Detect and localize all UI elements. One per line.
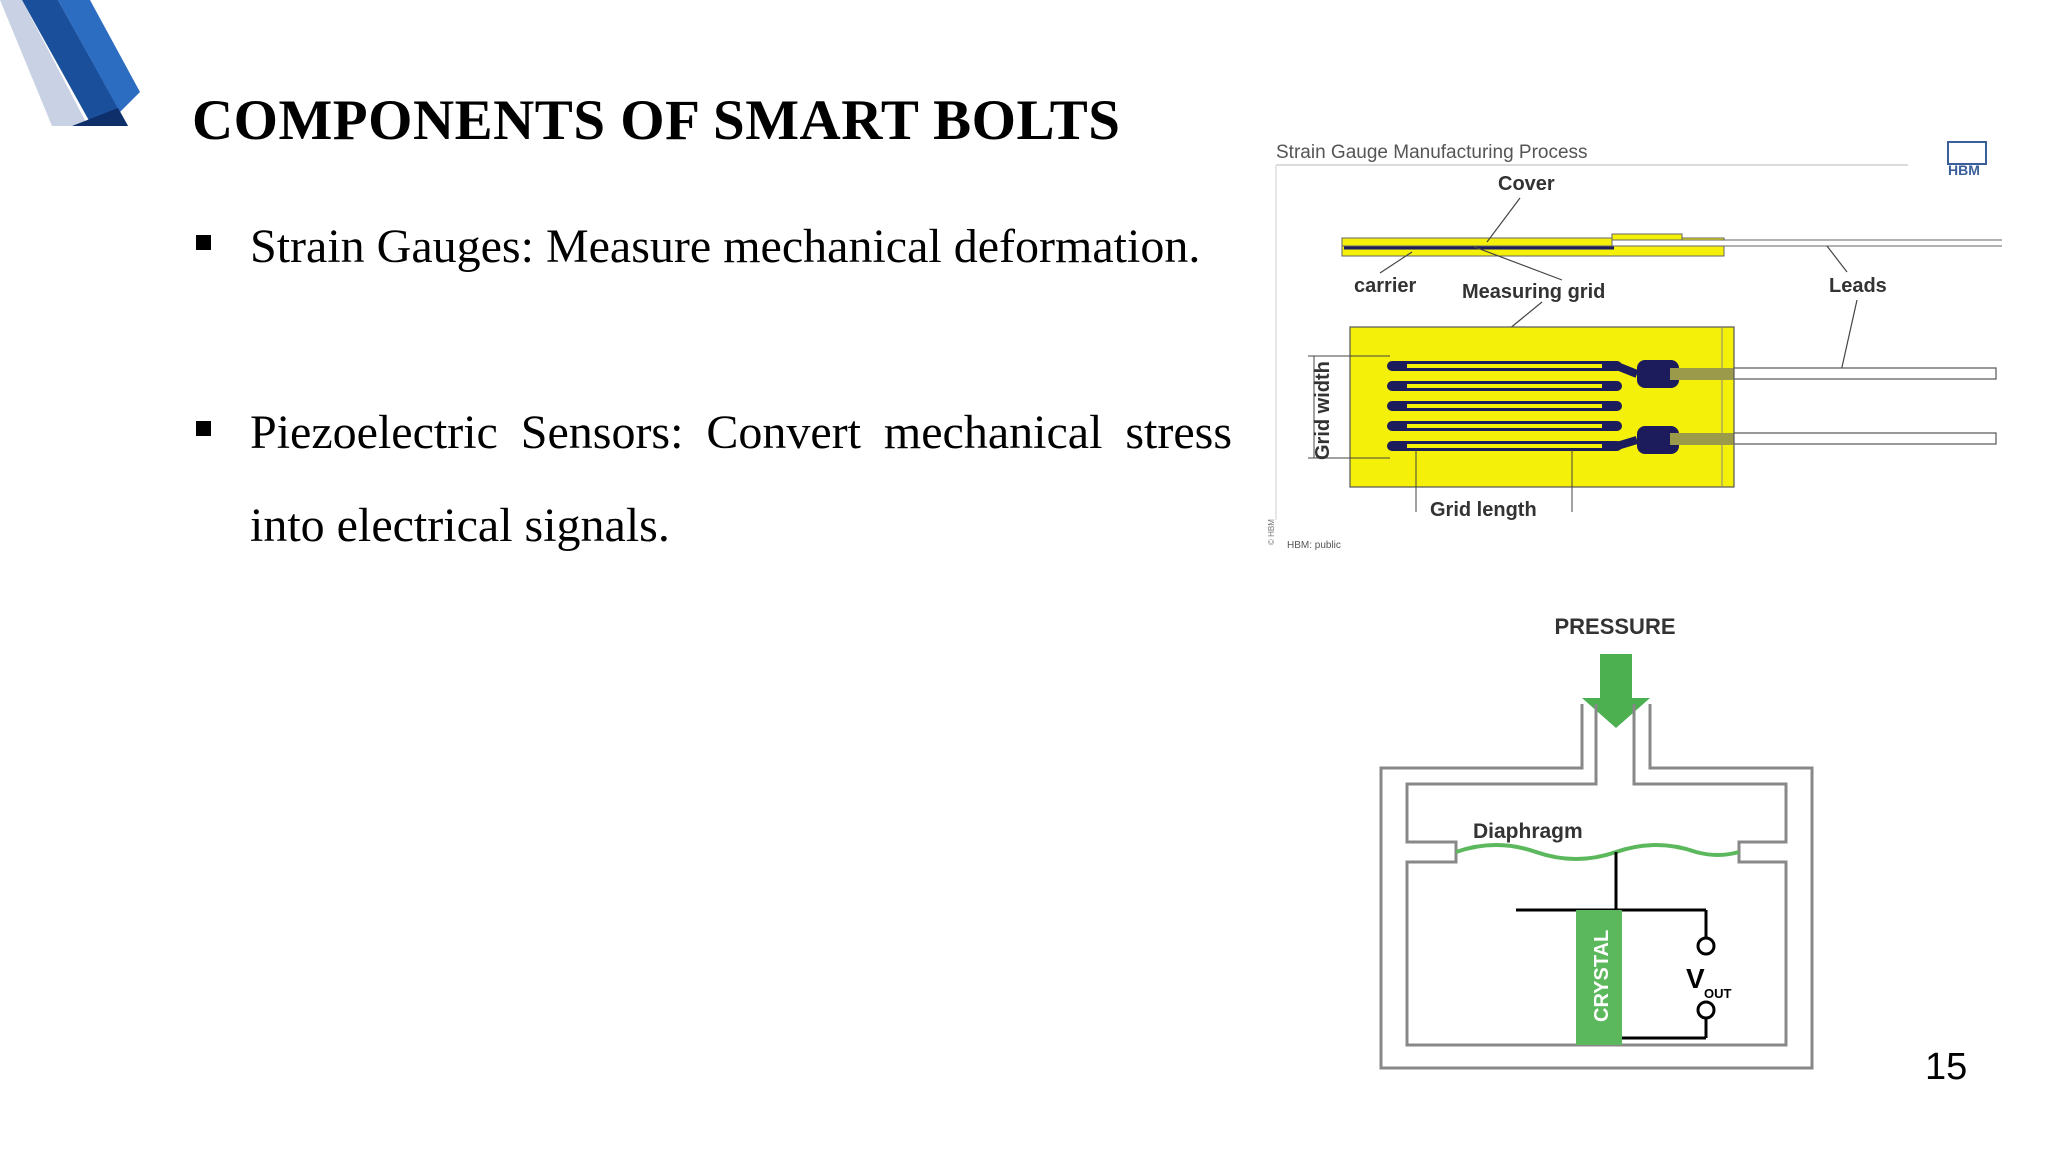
slide-title: COMPONENTS OF SMART BOLTS: [192, 89, 1121, 152]
label-grid-length: Grid length: [1430, 499, 1537, 521]
lead-wire: [1733, 432, 1997, 445]
figure-footer: HBM: public: [1287, 540, 1341, 551]
label-vout: V: [1686, 963, 1705, 994]
label-crystal: CRYSTAL: [1591, 930, 1613, 1022]
hbm-logo: HBM: [1947, 141, 1987, 178]
label-cover: Cover: [1498, 173, 1555, 195]
strain-gauge-diagram: Strain Gauge Manufacturing Process HBM C…: [1267, 141, 2002, 551]
diaphragm: [1455, 843, 1740, 861]
label-carrier: carrier: [1354, 275, 1416, 297]
label-diaphragm: Diaphragm: [1473, 820, 1583, 843]
bullet-piezoelectric-sensors: Piezoelectric Sensors: Convert mechanica…: [192, 386, 1232, 572]
corner-brand-logo: [0, 0, 140, 126]
label-vout-subscript: OUT: [1704, 986, 1732, 1001]
piezo-crystal: [1576, 910, 1622, 1045]
bullet-marker: [196, 235, 211, 250]
piezoelectric-sensor-diagram: PRESSURE Diaphragm CRYSTAL V OUT: [1379, 614, 1814, 1070]
bullet-text: Strain Gauges: Measure mechanical deform…: [250, 220, 1201, 273]
terminal-icon: [1696, 936, 1716, 956]
pressure-arrow-icon: [1582, 654, 1650, 728]
label-measuring-grid: Measuring grid: [1462, 281, 1605, 303]
bullet-strain-gauges: Strain Gauges: Measure mechanical deform…: [192, 200, 1232, 293]
bullet-text: Piezoelectric Sensors: Convert mechanica…: [250, 406, 1232, 552]
label-leads: Leads: [1829, 275, 1887, 297]
slide-number: 15: [1925, 1046, 1968, 1088]
svg-text:HBM: HBM: [1948, 162, 1980, 178]
figure-header: Strain Gauge Manufacturing Process: [1276, 142, 1588, 163]
bullet-marker: [196, 421, 211, 436]
figure-copyright: © HBM: [1267, 519, 1276, 545]
terminal-icon: [1696, 1000, 1716, 1020]
label-grid-width: Grid width: [1312, 361, 1334, 460]
lead-wire: [1733, 367, 1997, 380]
bullet-list: Strain Gauges: Measure mechanical deform…: [192, 200, 1232, 572]
label-pressure: PRESSURE: [1554, 614, 1675, 639]
